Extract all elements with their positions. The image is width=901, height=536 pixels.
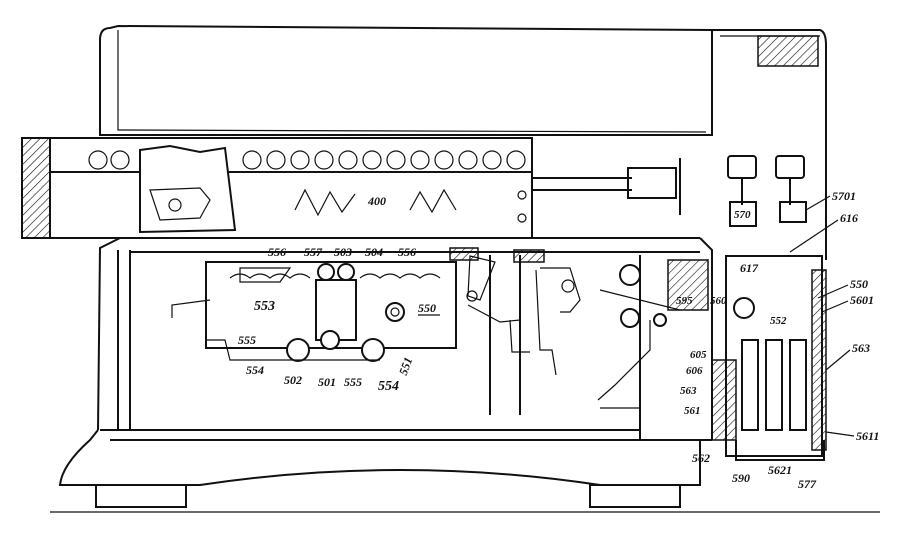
corner-hatching [757,35,819,67]
ref-552: 552 [770,315,787,327]
key-button-left [727,155,757,179]
ref-555-left: 555 [238,333,256,347]
ref-550-right: 550 [850,277,868,291]
ref-560: 560 [710,295,727,307]
ref-5621: 5621 [768,463,792,477]
foot-left [95,484,187,508]
key-hole-row [88,150,526,170]
ref-561: 561 [684,405,701,417]
ref-556-right: 556 [398,245,416,259]
machine-base [50,429,880,513]
ref-595: 595 [676,295,693,307]
ref-606: 606 [686,365,703,377]
ref-616: 616 [840,211,858,225]
ref-557: 557 [304,245,323,259]
ref-551: 551 [396,355,415,377]
ref-605: 605 [690,349,707,361]
ref-590: 590 [732,471,750,485]
key-button-right [775,155,805,179]
foot-right [589,484,681,508]
ref-563-left: 563 [680,385,697,397]
box-570 [729,201,757,227]
box-5701 [779,201,807,223]
ref-5601: 5601 [850,293,874,307]
ref-400: 400 [367,194,386,208]
left-mechanism: 556 557 503 504 556 553 550 555 554 502 … [171,245,457,394]
ref-553: 553 [254,299,275,314]
ref-502: 502 [284,373,302,387]
hatched-block-563 [711,359,737,441]
ref-504: 504 [365,245,383,259]
right-mechanism: 617 595 560 552 550 5601 605 606 563 563… [597,255,879,491]
ref-503: 503 [334,245,352,259]
ref-5701: 5701 [832,189,856,203]
top-cover [99,24,827,260]
ref-550-left: 550 [418,301,436,315]
ref-563-right: 563 [852,341,870,355]
ref-556-left: 556 [268,245,286,259]
main-frame [50,237,713,440]
ref-570: 570 [734,209,751,221]
ref-5611: 5611 [856,429,879,443]
ref-554-right: 554 [378,379,399,394]
central-linkage [466,255,581,376]
ref-501: 501 [318,375,336,389]
ref-577: 577 [798,477,817,491]
control-panel: 570 5701 616 [727,155,858,253]
ref-554-left: 554 [246,363,264,377]
gear-551 [385,302,405,322]
roller-left [286,338,310,362]
carriage-assembly: 400 [21,137,681,239]
ref-555-right: 555 [344,375,362,389]
ref-617: 617 [740,261,759,275]
roller-right [361,338,385,362]
gear-stack-5601 [811,269,827,451]
